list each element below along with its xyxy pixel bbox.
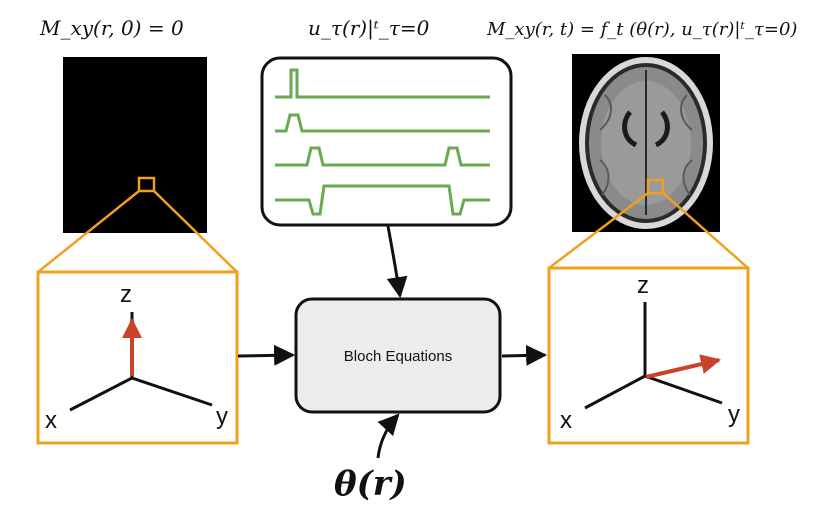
left-y-label: y xyxy=(216,403,228,430)
left-voxel-marker xyxy=(137,176,156,193)
left-x-axis xyxy=(69,376,133,412)
initial-state-label: M_xy(r, 0) = 0 xyxy=(39,16,184,40)
right-zoom-line-right xyxy=(662,192,749,269)
control-sequence-label: u_τ(r)|ᵗ_τ=0 xyxy=(308,16,430,41)
params-to-bloch-arrow xyxy=(376,413,400,459)
right-axes: z x y xyxy=(560,272,740,434)
left-x-label: x xyxy=(45,407,57,434)
right-magnetization-vector xyxy=(645,354,721,379)
parameters-label: θ(r) xyxy=(334,464,407,504)
right-y-axis xyxy=(644,374,723,405)
initial-to-bloch-arrow xyxy=(237,344,296,366)
pulse-sequence-box xyxy=(260,56,513,227)
right-z-label: z xyxy=(637,272,649,299)
left-axes: z x y xyxy=(45,281,228,434)
result-label: M_xy(r, t) = f_t (θ(r), u_τ(r)|ᵗ_τ=0) xyxy=(486,19,797,40)
bloch-equations-box xyxy=(294,297,502,414)
phase-gradient-waveform xyxy=(275,146,490,167)
control-to-bloch-arrow xyxy=(386,225,408,299)
left-zoom-line-right xyxy=(153,190,238,273)
rf-waveform xyxy=(275,68,490,99)
slice-gradient-waveform xyxy=(275,113,490,133)
readout-gradient-waveform xyxy=(275,184,490,216)
initial-magnetization-image xyxy=(63,57,207,233)
left-z-label: z xyxy=(120,281,132,308)
bloch-to-result-arrow xyxy=(501,344,548,366)
brain-mri-image xyxy=(572,54,720,232)
right-y-label: y xyxy=(728,401,740,428)
left-zoom-box xyxy=(36,270,239,445)
pulse-sequence-waveforms xyxy=(275,68,490,216)
right-voxel-marker xyxy=(646,178,665,195)
right-x-label: x xyxy=(560,407,572,434)
bloch-equations-label: Bloch Equations xyxy=(344,348,452,365)
right-zoom-line-left xyxy=(548,192,649,269)
left-y-axis xyxy=(131,376,213,407)
right-x-axis xyxy=(584,374,646,410)
left-zoom-line-left xyxy=(37,190,140,273)
sulci xyxy=(599,94,693,196)
ventricles xyxy=(622,110,670,148)
